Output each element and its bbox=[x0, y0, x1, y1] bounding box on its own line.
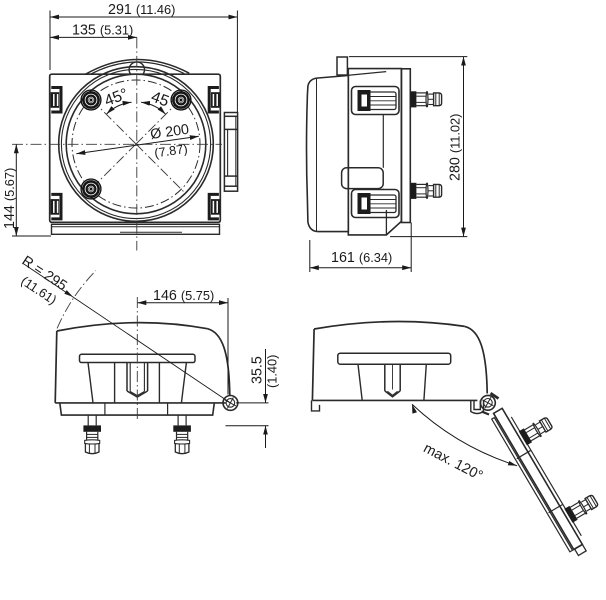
svg-text:max. 120°: max. 120° bbox=[421, 440, 486, 484]
svg-text:146 (5.75): 146 (5.75) bbox=[153, 288, 214, 304]
svg-text:161 (6.34): 161 (6.34) bbox=[331, 250, 392, 266]
svg-text:35.5: 35.5 bbox=[250, 356, 266, 384]
svg-text:291 (11.46): 291 (11.46) bbox=[108, 2, 175, 18]
svg-text:144 (5.67): 144 (5.67) bbox=[2, 168, 18, 229]
svg-text:280 (11.02): 280 (11.02) bbox=[448, 114, 464, 181]
svg-text:(7.87): (7.87) bbox=[153, 141, 188, 161]
svg-text:135 (5.31): 135 (5.31) bbox=[72, 23, 133, 39]
svg-text:Ø 200: Ø 200 bbox=[149, 122, 190, 143]
svg-text:(1.40): (1.40) bbox=[265, 355, 280, 388]
svg-text:45°: 45° bbox=[149, 88, 177, 112]
svg-text:45°: 45° bbox=[102, 86, 130, 110]
